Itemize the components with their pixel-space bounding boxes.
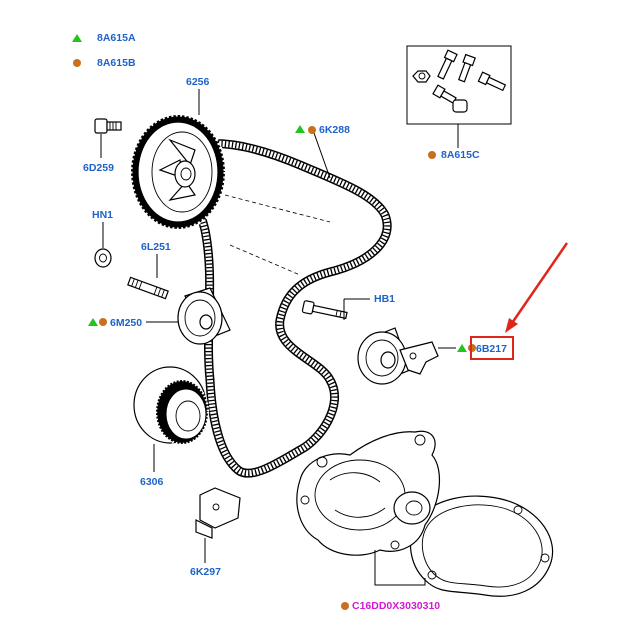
legend: 8A615A 8A615B (72, 32, 136, 69)
legend-code-a[interactable]: 8A615A (97, 32, 136, 44)
camshaft-sprocket: 6256 (129, 76, 227, 231)
tensioner-bolt: HB1 (301, 293, 395, 320)
label-6306[interactable]: 6306 (140, 476, 164, 488)
label-6256[interactable]: 6256 (186, 76, 210, 88)
stud: 6L251 (127, 241, 171, 300)
label-6M250[interactable]: 6M250 (110, 317, 142, 329)
green-triangle-marker (88, 318, 98, 326)
label-6L251[interactable]: 6L251 (141, 241, 171, 253)
sprocket-bolt: 6D259 (83, 118, 122, 174)
green-triangle-marker (457, 344, 467, 352)
green-triangle-marker (295, 125, 305, 133)
label-HN1[interactable]: HN1 (92, 209, 113, 221)
crankshaft-sprocket: 6306 (133, 366, 210, 488)
orange-dot-marker (308, 126, 316, 134)
red-arrow-icon (508, 242, 569, 327)
belt-guide: 6K297 (190, 487, 241, 578)
label-8A615C[interactable]: 8A615C (441, 149, 480, 161)
label-6K288[interactable]: 6K288 (319, 124, 350, 136)
orange-dot-marker (428, 151, 436, 159)
label-6D259[interactable]: 6D259 (83, 162, 114, 174)
nut: HN1 (92, 209, 113, 268)
label-6K297[interactable]: 6K297 (190, 566, 221, 578)
orange-dot-marker (341, 602, 349, 610)
label-HB1[interactable]: HB1 (374, 293, 395, 305)
red-arrow-head-icon (505, 318, 518, 333)
tensioner: 6B217 (357, 242, 569, 385)
bolt-kit-inset: 8A615C (406, 45, 512, 161)
idler-pulley: 6M250 (88, 287, 231, 345)
orange-dot-marker (73, 59, 81, 67)
water-pump: C16DD0X3030310 (296, 430, 554, 612)
label-C16DD0X3030310[interactable]: C16DD0X3030310 (352, 600, 440, 612)
highlight-box (470, 336, 514, 360)
orange-dot-marker (99, 318, 107, 326)
green-triangle-marker (72, 34, 82, 42)
label-6B217[interactable]: 6B217 (476, 343, 507, 355)
legend-code-b[interactable]: 8A615B (97, 57, 136, 69)
